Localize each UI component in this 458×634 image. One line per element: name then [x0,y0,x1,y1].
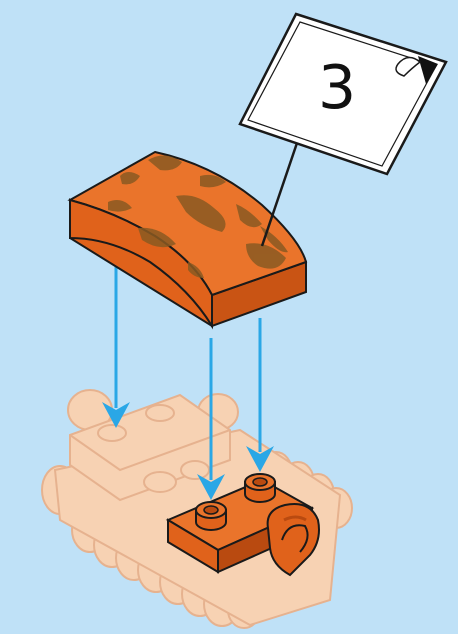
down-arrow-icon [246,318,274,472]
plate-stud [245,474,275,502]
plate-stud [196,502,226,530]
step-card: 3 [240,14,446,246]
step-number: 3 [318,53,356,123]
curved-slope-brick [70,152,306,326]
